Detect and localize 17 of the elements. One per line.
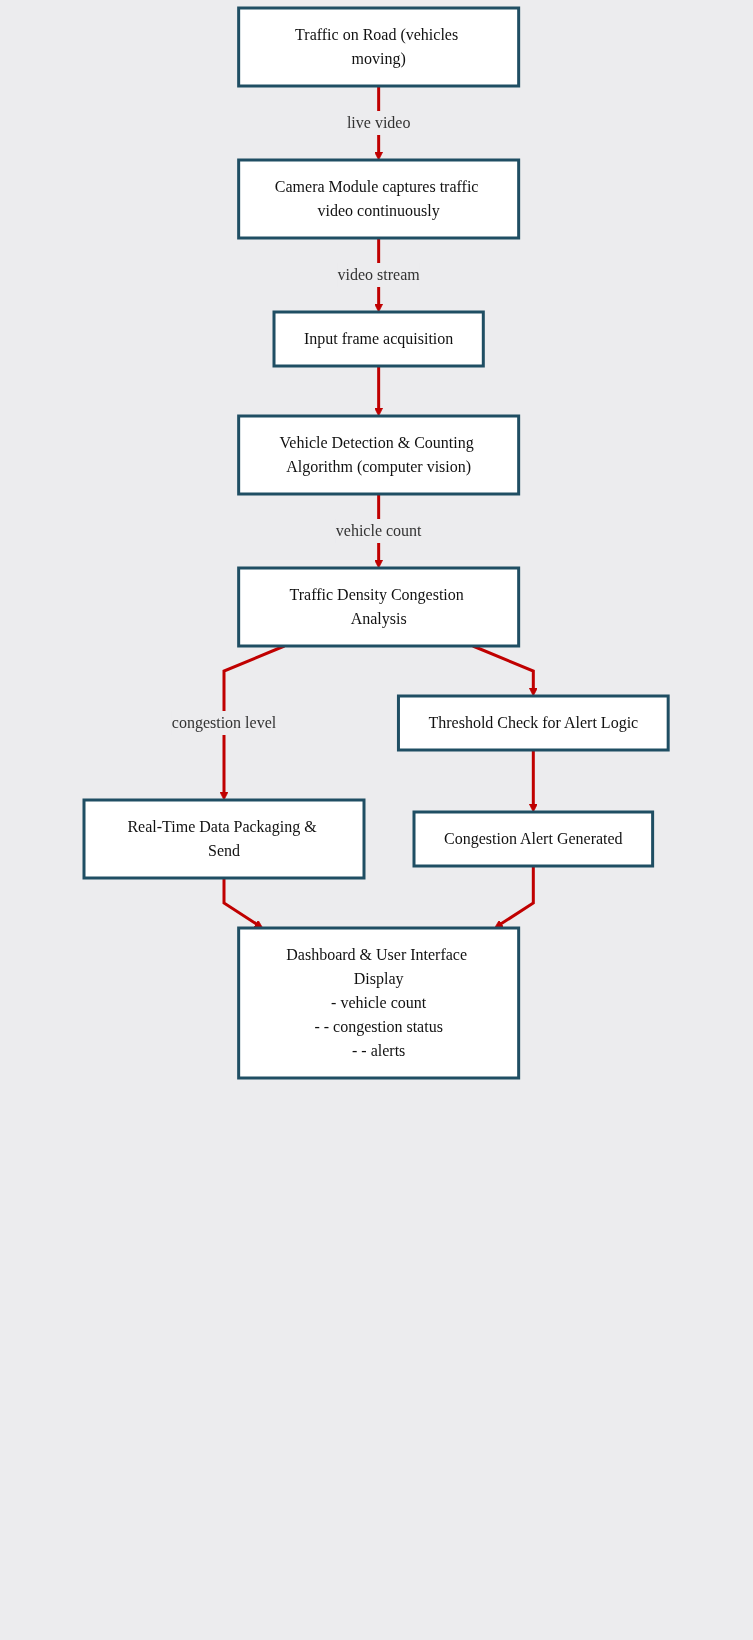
edge-label: video stream [337, 266, 421, 283]
node-box: Congestion Alert Generated [412, 810, 655, 868]
node-box: Vehicle Detection & Counting Algorithm (computer vision) [237, 414, 521, 496]
node-box: Traffic Density Congestion Analysis [237, 566, 521, 648]
arrow [222, 878, 264, 929]
edge-label: vehicle count [336, 522, 422, 539]
arrow [374, 366, 384, 417]
node-box: Traffic on Road (vehicles moving) [237, 6, 521, 88]
node-box: Input frame acquisition [272, 310, 486, 368]
arrow [494, 866, 536, 929]
arrow [529, 750, 539, 813]
node-box: Real-Time Data Packaging & Send [82, 798, 366, 880]
edge-label: live video [347, 114, 411, 131]
node-box: Dashboard & User Interface Display - vehicle count - - congestion status - - alerts [237, 926, 521, 1080]
node-box: Threshold Check for Alert Logic [397, 694, 671, 752]
node-box: Camera Module captures traffic video continuously [237, 158, 521, 240]
edge-label: congestion level [172, 714, 277, 731]
